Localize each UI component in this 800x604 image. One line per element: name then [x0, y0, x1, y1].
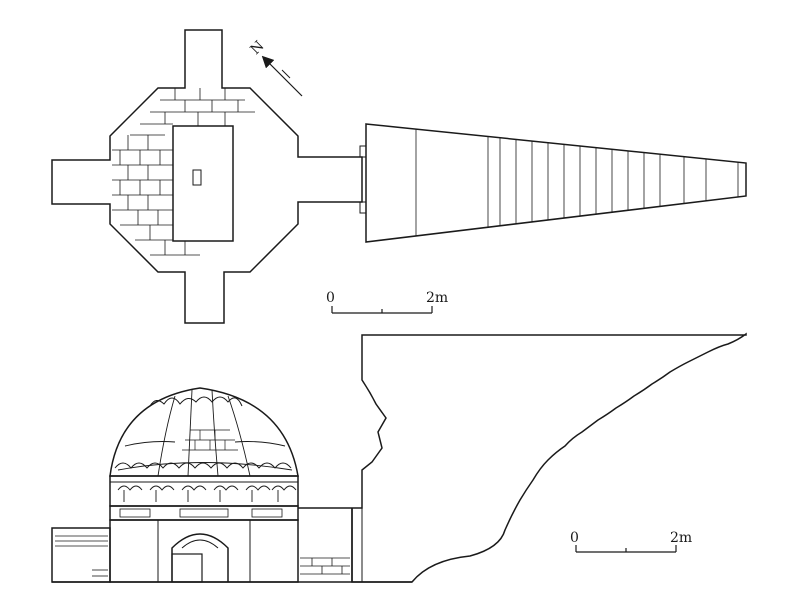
- north-label: N: [248, 38, 268, 58]
- section-scale-end: 2m: [670, 530, 692, 546]
- doorway-inner-arch: [181, 539, 219, 549]
- arched-doorway: [171, 533, 229, 582]
- section-scale-zero: 0: [570, 530, 579, 546]
- plan-scale-zero: 0: [326, 290, 335, 306]
- dome-cloud-band: [149, 396, 243, 407]
- section-scale-bar: [575, 545, 677, 553]
- plan-view: [51, 29, 747, 324]
- lintel-band: [109, 505, 299, 521]
- platform-niche: [192, 169, 202, 186]
- plan-scale-bar: [331, 306, 433, 314]
- chamber-outline: [51, 29, 363, 324]
- bracket-band: [109, 475, 299, 507]
- dome: [109, 387, 299, 477]
- plan-scale-end: 2m: [426, 290, 448, 306]
- brick-pattern: [112, 88, 255, 256]
- ramp-divisions: [415, 129, 739, 236]
- dome-bricks: [182, 429, 238, 451]
- dome-lower-frieze: [114, 462, 292, 469]
- bracket-units: [110, 481, 298, 502]
- passage-section: [298, 332, 747, 583]
- dome-ribs: [117, 389, 293, 477]
- chamber-wall: [109, 519, 299, 583]
- ramp-passage: [365, 123, 747, 243]
- north-arrow: N: [248, 38, 303, 97]
- section-view: [51, 332, 747, 583]
- doorway-block: [171, 553, 203, 583]
- coffin-platform: [172, 125, 234, 242]
- doorway-jamb-bottom: [359, 201, 367, 214]
- right-bricks: [300, 557, 350, 575]
- doorway-jamb-top: [359, 145, 367, 158]
